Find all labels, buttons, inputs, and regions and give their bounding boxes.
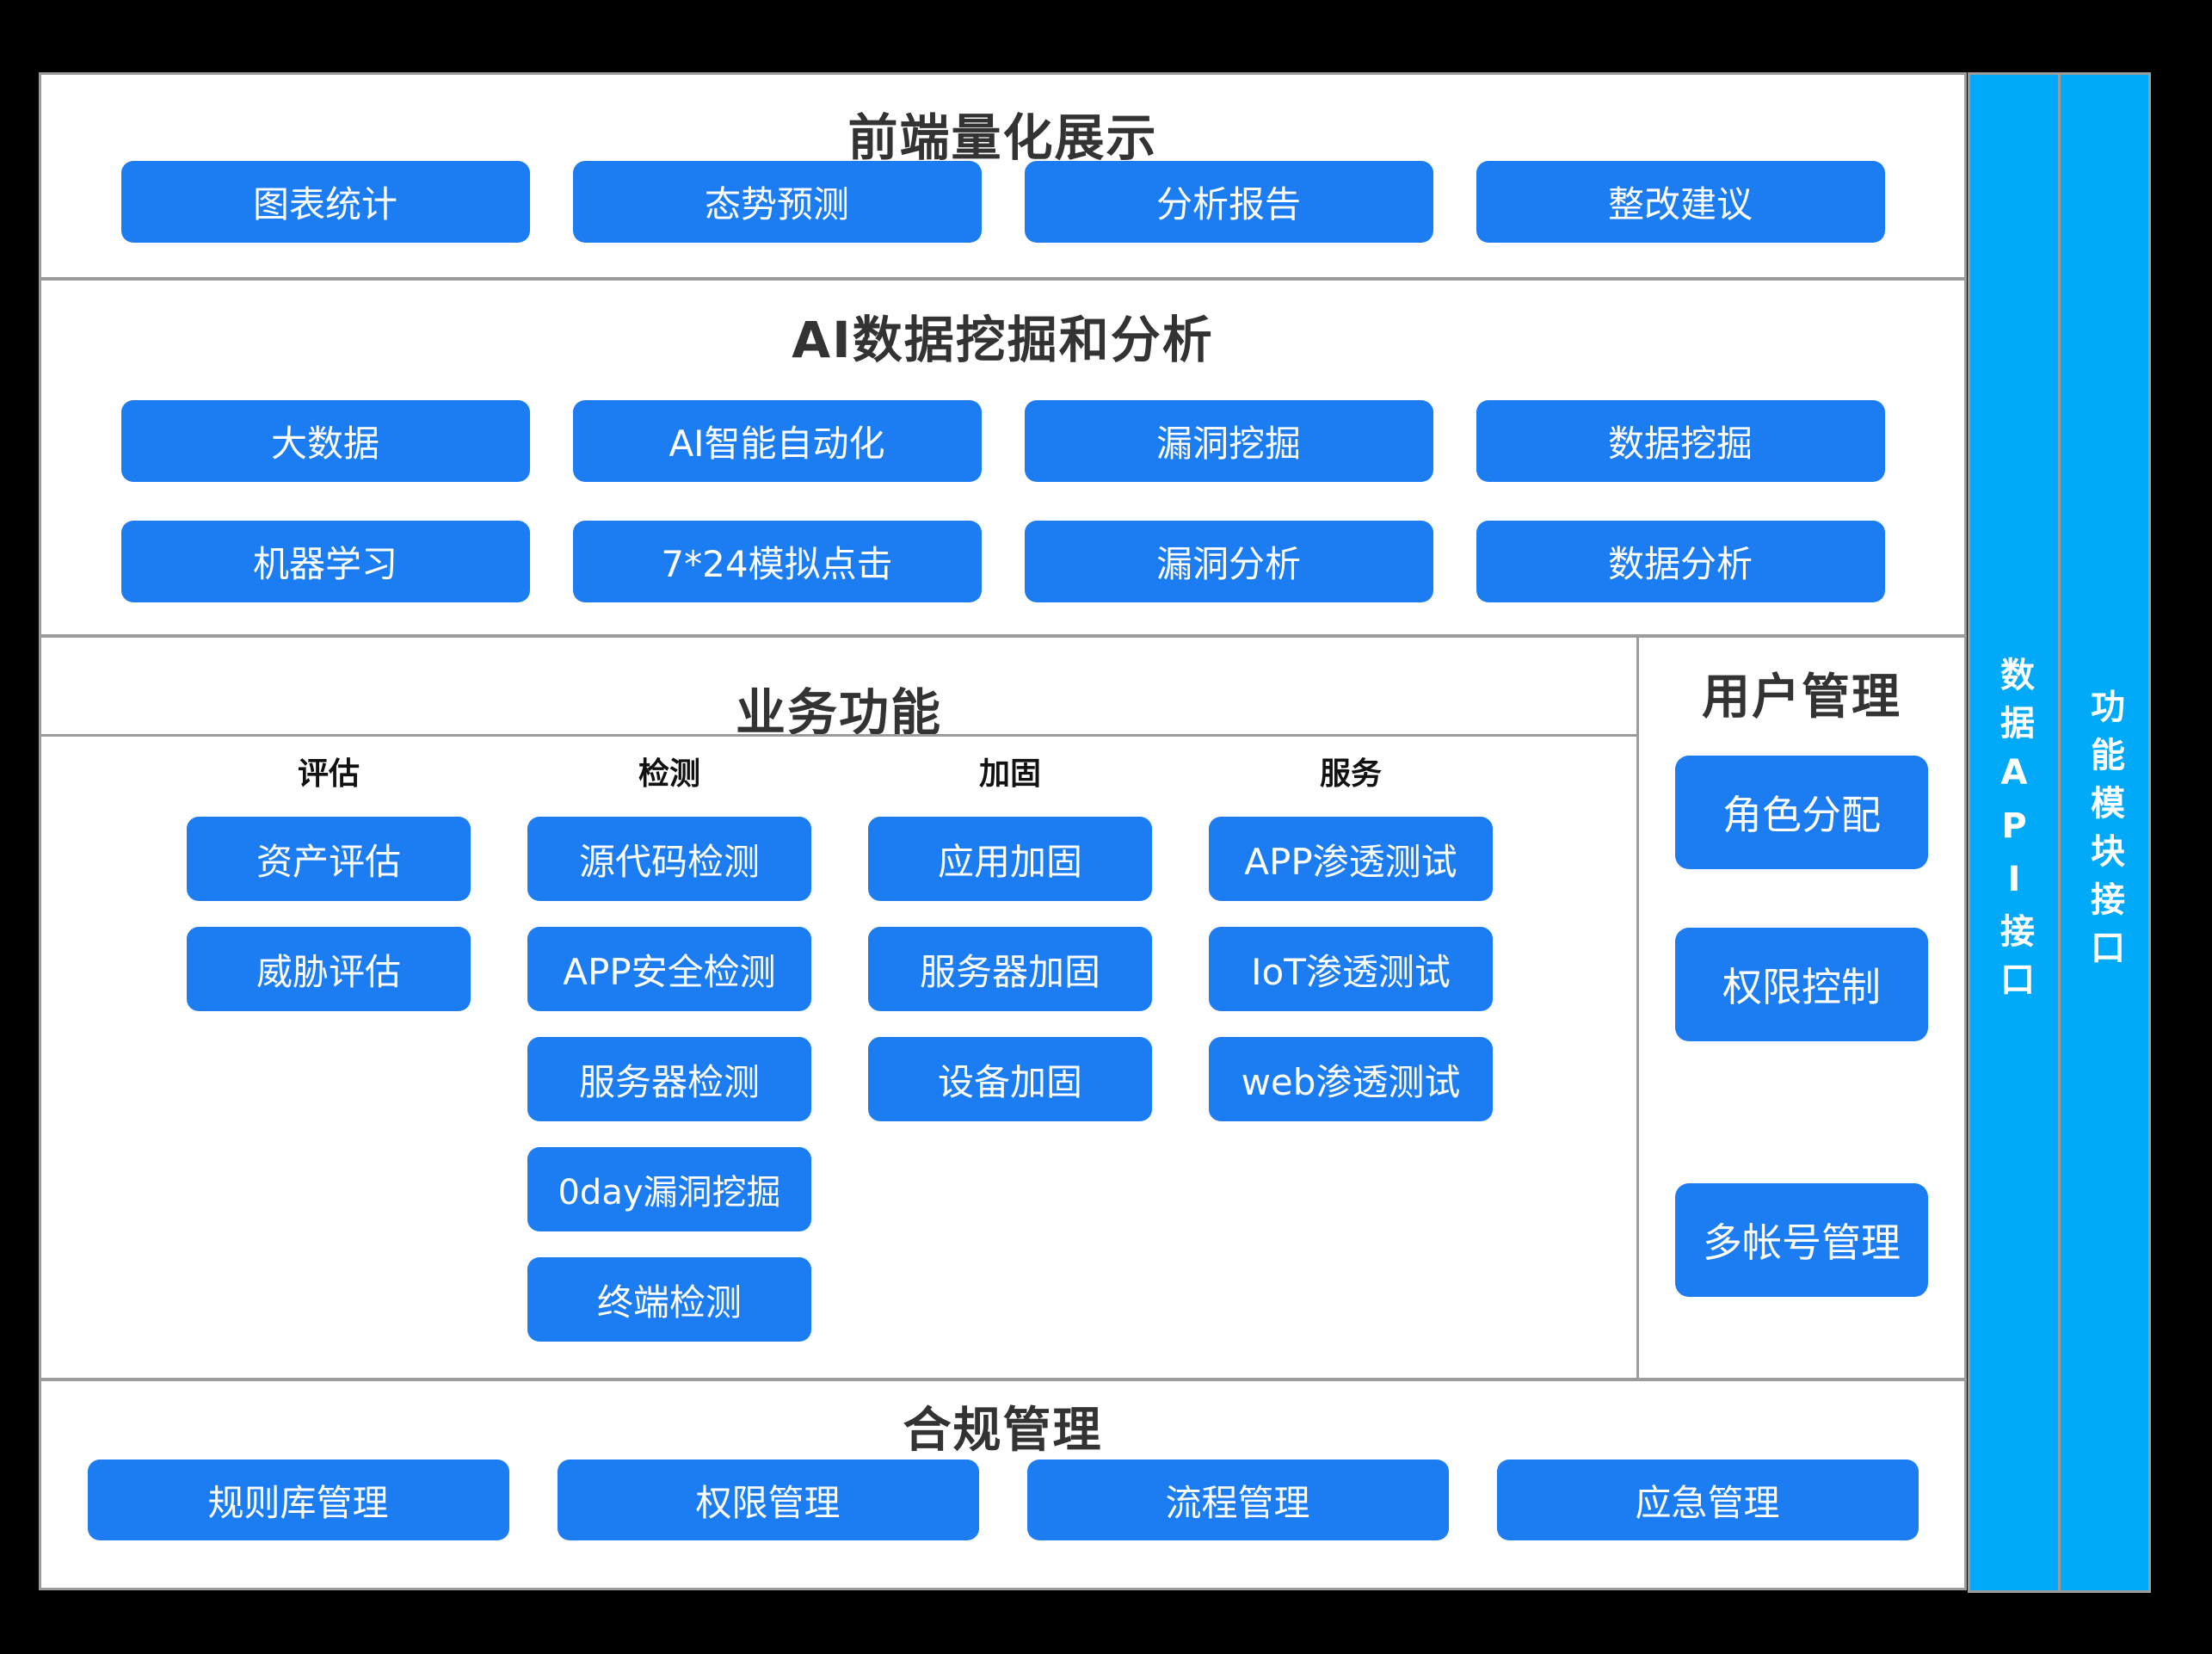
business-column-services: 服务 APP渗透测试 IoT渗透测试 web渗透测试 (1209, 757, 1493, 1147)
compliance-section-title: 合规管理 (903, 1403, 1103, 1459)
divider-business-user (1636, 638, 1639, 1378)
user-section-title: 用户管理 (1702, 670, 1901, 725)
vuln-mining-button[interactable]: 漏洞挖掘 (1024, 400, 1433, 482)
frontend-section-title: 前端量化展示 (847, 108, 1158, 167)
emergency-management-button[interactable]: 应急管理 (1496, 1460, 1919, 1540)
role-assignment-button[interactable]: 角色分配 (1675, 756, 1928, 869)
iot-pentest-button[interactable]: IoT渗透测试 (1209, 927, 1493, 1011)
hardening-column-header: 加固 (978, 756, 1041, 792)
zeroday-vuln-mining-button[interactable]: 0day漏洞挖掘 (527, 1147, 811, 1231)
services-column-header: 服务 (1319, 756, 1382, 792)
ai-automation-button[interactable]: AI智能自动化 (572, 400, 982, 482)
compliance-button-row: 规则库管理 权限管理 流程管理 应急管理 (41, 1460, 1964, 1540)
interface-bars: 数据API接口 功能模块接口 (1968, 72, 2151, 1593)
device-hardening-button[interactable]: 设备加固 (868, 1037, 1152, 1121)
simulated-click-button[interactable]: 7*24模拟点击 (572, 521, 982, 602)
main-architecture-panel: 前端量化展示 图表统计 态势预测 分析报告 整改建议 AI数据挖掘和分析 大数据… (39, 72, 1967, 1590)
data-api-interface-bar: 数据API接口 (1968, 72, 2061, 1593)
ai-button-row-1: 大数据 AI智能自动化 漏洞挖掘 数据挖掘 (41, 400, 1964, 482)
app-pentest-button[interactable]: APP渗透测试 (1209, 817, 1493, 901)
big-data-button[interactable]: 大数据 (120, 400, 530, 482)
section-compliance: 合规管理 规则库管理 权限管理 流程管理 应急管理 (41, 1381, 1964, 1588)
ai-button-row-2: 机器学习 7*24模拟点击 漏洞分析 数据分析 (41, 521, 1964, 602)
threat-assessment-button[interactable]: 威胁评估 (187, 927, 471, 1011)
permission-management-button[interactable]: 权限管理 (557, 1460, 979, 1540)
data-api-interface-label: 数据API接口 (1994, 656, 2034, 1009)
data-analysis-button[interactable]: 数据分析 (1476, 521, 1885, 602)
detection-column-header: 检测 (638, 756, 700, 792)
frontend-button-row: 图表统计 态势预测 分析报告 整改建议 (41, 161, 1964, 243)
terminal-detection-button[interactable]: 终端检测 (527, 1257, 811, 1342)
business-section-title: 业务功能 (735, 683, 942, 742)
business-column-hardening: 加固 应用加固 服务器加固 设备加固 (868, 757, 1152, 1147)
section-frontend-display: 前端量化展示 图表统计 态势预测 分析报告 整改建议 (41, 75, 1964, 277)
web-pentest-button[interactable]: web渗透测试 (1209, 1037, 1493, 1121)
process-management-button[interactable]: 流程管理 (1026, 1460, 1449, 1540)
divider-business-compliance (41, 1378, 1964, 1381)
multi-account-management-button[interactable]: 多帐号管理 (1675, 1183, 1928, 1297)
server-detection-button[interactable]: 服务器检测 (527, 1037, 811, 1121)
permission-control-button[interactable]: 权限控制 (1675, 928, 1928, 1041)
machine-learning-button[interactable]: 机器学习 (120, 521, 530, 602)
user-management-region: 用户管理 角色分配 权限控制 多帐号管理 (1639, 638, 1964, 1378)
app-security-detection-button[interactable]: APP安全检测 (527, 927, 811, 1011)
ai-section-title: AI数据挖掘和分析 (792, 311, 1214, 369)
business-column-assessment: 评估 资产评估 威胁评估 (187, 757, 471, 1037)
chart-statistics-button[interactable]: 图表统计 (120, 161, 530, 243)
rule-library-management-button[interactable]: 规则库管理 (87, 1460, 509, 1540)
analysis-report-button[interactable]: 分析报告 (1024, 161, 1433, 243)
divider-frontend-ai (41, 277, 1964, 281)
situation-forecast-button[interactable]: 态势预测 (572, 161, 982, 243)
function-module-interface-bar: 功能模块接口 (2061, 72, 2151, 1593)
rectification-advice-button[interactable]: 整改建议 (1476, 161, 1885, 243)
section-ai-mining: AI数据挖掘和分析 大数据 AI智能自动化 漏洞挖掘 数据挖掘 机器学习 7*2… (41, 281, 1964, 634)
function-module-interface-label: 功能模块接口 (2085, 688, 2124, 978)
section-business-functions: 业务功能 评估 资产评估 威胁评估 检测 源代码检测 APP安全检测 服务器检测… (41, 638, 1964, 1378)
business-title-underline (41, 734, 1636, 737)
data-mining-button[interactable]: 数据挖掘 (1476, 400, 1885, 482)
divider-ai-business (41, 634, 1964, 638)
business-column-detection: 检测 源代码检测 APP安全检测 服务器检测 0day漏洞挖掘 终端检测 (527, 757, 811, 1367)
application-hardening-button[interactable]: 应用加固 (868, 817, 1152, 901)
server-hardening-button[interactable]: 服务器加固 (868, 927, 1152, 1011)
source-code-detection-button[interactable]: 源代码检测 (527, 817, 811, 901)
assessment-column-header: 评估 (297, 756, 360, 792)
vuln-analysis-button[interactable]: 漏洞分析 (1024, 521, 1433, 602)
asset-assessment-button[interactable]: 资产评估 (187, 817, 471, 901)
